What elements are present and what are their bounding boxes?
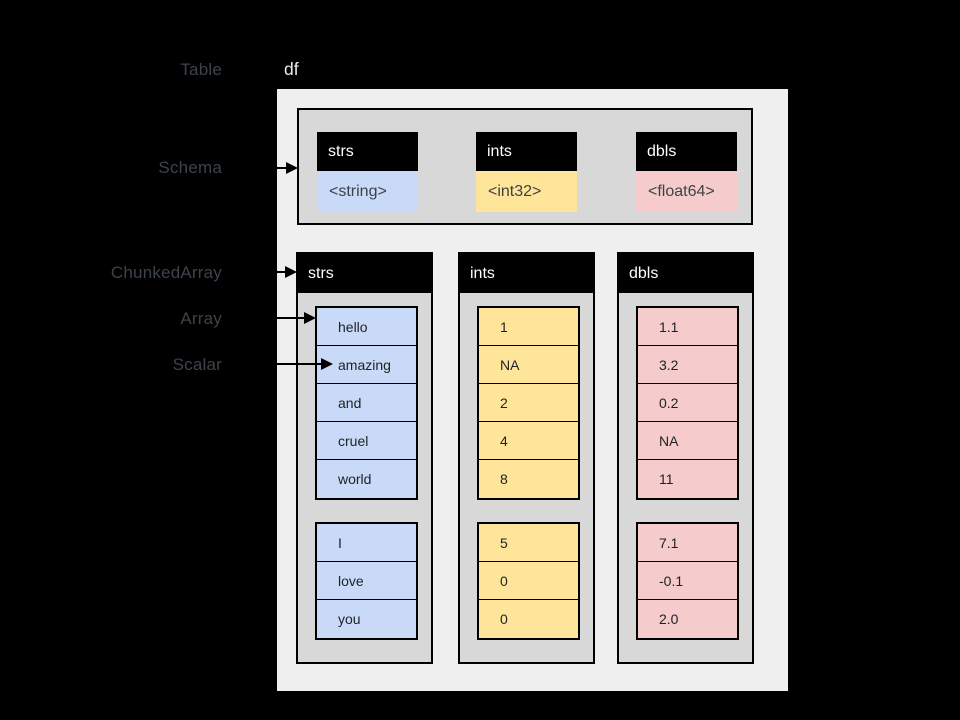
array-cell: you [317,600,416,638]
array-cell: and [317,384,416,422]
chunked-array-name: dbls [619,254,752,293]
schema-field-type: <int32> [476,171,577,212]
label-schema: Schema [158,158,222,177]
array-cell: 0 [479,562,578,600]
schema-field-name: strs [317,132,418,171]
array-cell: 5 [479,524,578,562]
array-cell: -0.1 [638,562,737,600]
label-table: Table [180,60,222,79]
schema-field-type: <float64> [636,171,737,212]
chunked-array-name: strs [298,254,431,293]
array-cell: love [317,562,416,600]
array-cell: 2 [479,384,578,422]
array-cell: 1 [479,308,578,346]
label-scalar: Scalar [172,355,222,374]
chunked-array-name: ints [460,254,593,293]
table-box: strs<string>ints<int32>dbls<float64> str… [277,89,788,691]
array-cell: 11 [638,460,737,498]
array-cell: 2.0 [638,600,737,638]
array-cell: 1.1 [638,308,737,346]
array-cell: 3.2 [638,346,737,384]
array-cell: I [317,524,416,562]
schema-field-type: <string> [317,171,418,212]
array-cell: NA [638,422,737,460]
array-cell: 0 [479,600,578,638]
scalar-arrow-line [232,363,323,365]
schema-field-name: ints [476,132,577,171]
array-cell: 4 [479,422,578,460]
scalar-arrow-icon [321,358,333,370]
schema-arrow-line [232,167,288,169]
array-cell: 7.1 [638,524,737,562]
array-cell: world [317,460,416,498]
schema-field-dbls: dbls<float64> [636,132,737,212]
array-cell: 0.2 [638,384,737,422]
chunked-array-arrow-icon [285,266,297,278]
chunked-array-arrow-line [232,271,287,273]
label-array: Array [180,309,222,328]
array-cell: hello [317,308,416,346]
schema-field-strs: strs<string> [317,132,418,212]
schema-field-ints: ints<int32> [476,132,577,212]
array-cell: NA [479,346,578,384]
array-cell: amazing [317,346,416,384]
schema-field-name: dbls [636,132,737,171]
dataframe-name-label: df [284,59,299,79]
array-cell: 8 [479,460,578,498]
array-cell: cruel [317,422,416,460]
label-chunked-array: ChunkedArray [110,263,222,282]
schema-box: strs<string> ints<int32> dbls<float64> [297,108,753,225]
array-arrow-line [232,317,306,319]
schema-arrow-icon [286,162,298,174]
array-arrow-icon [304,312,316,324]
